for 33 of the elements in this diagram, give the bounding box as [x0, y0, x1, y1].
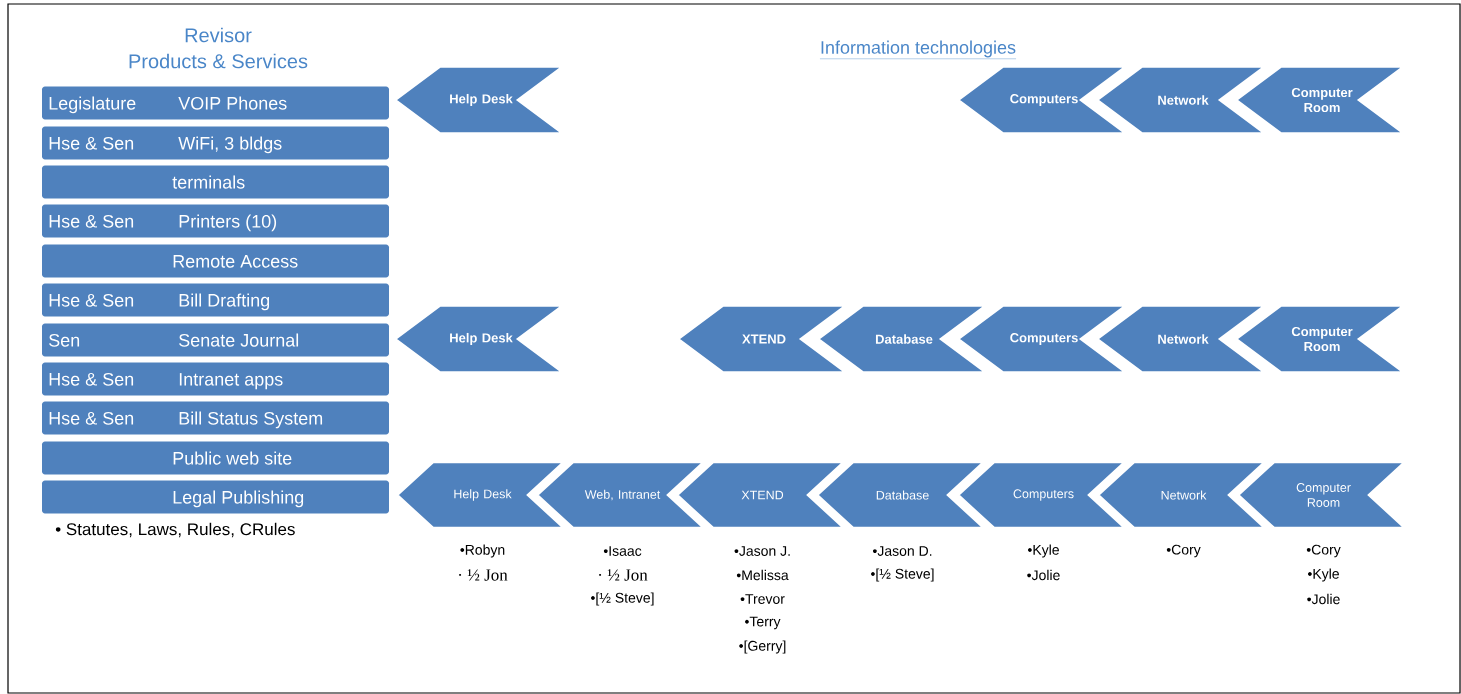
staff-name: •Kyle: [1308, 568, 1339, 582]
service-box: Hse & Sen Bill Drafting: [42, 283, 389, 317]
service-box: Legislature VOIP Phones: [42, 86, 389, 120]
heading: Products & Services: [129, 53, 308, 69]
staff-name: •Isaac: [603, 546, 642, 556]
staff-name: •Melissa: [736, 569, 789, 581]
staff-name: •Trevor: [740, 594, 785, 604]
staff-name: •Terry: [745, 616, 781, 630]
staff-name: •Jason D.: [873, 546, 932, 556]
service-box: Remote Access: [42, 244, 389, 278]
staff-name: •[½ Steve]: [591, 592, 654, 606]
staff-name: •Cory: [1306, 544, 1341, 558]
service-box: Hse & Sen WiFi, 3 bldgs: [42, 126, 389, 160]
bullet-note: • Statutes, Laws, Rules, CRules: [55, 522, 295, 538]
staff-name: •Robyn: [460, 544, 505, 558]
service-box: Hse & Sen Printers (10): [42, 204, 389, 238]
staff-name: •Jason J.: [734, 546, 790, 556]
service-box: Public web site: [42, 441, 389, 475]
heading: Revisor: [185, 27, 252, 43]
service-box: terminals: [42, 165, 389, 199]
service-box: Hse & Sen Intranet apps: [42, 362, 389, 396]
service-box: Sen Senate Journal: [42, 323, 389, 357]
service-box: Legal Publishing: [42, 480, 389, 514]
staff-name: •Cory: [1166, 544, 1201, 558]
heading-link: Information technologies: [819, 40, 1017, 59]
staff-name: •[Gerry]: [739, 640, 786, 654]
staff-name: •Jolie: [1027, 569, 1060, 581]
staff-name: •[½ Steve]: [871, 568, 934, 582]
staff-name: · ½ Jon: [459, 569, 508, 581]
staff-name: •Jolie: [1307, 593, 1340, 605]
staff-name: · ½ Jon: [599, 569, 648, 581]
staff-name: •Kyle: [1028, 544, 1059, 558]
service-box: Hse & Sen Bill Status System: [42, 401, 389, 435]
